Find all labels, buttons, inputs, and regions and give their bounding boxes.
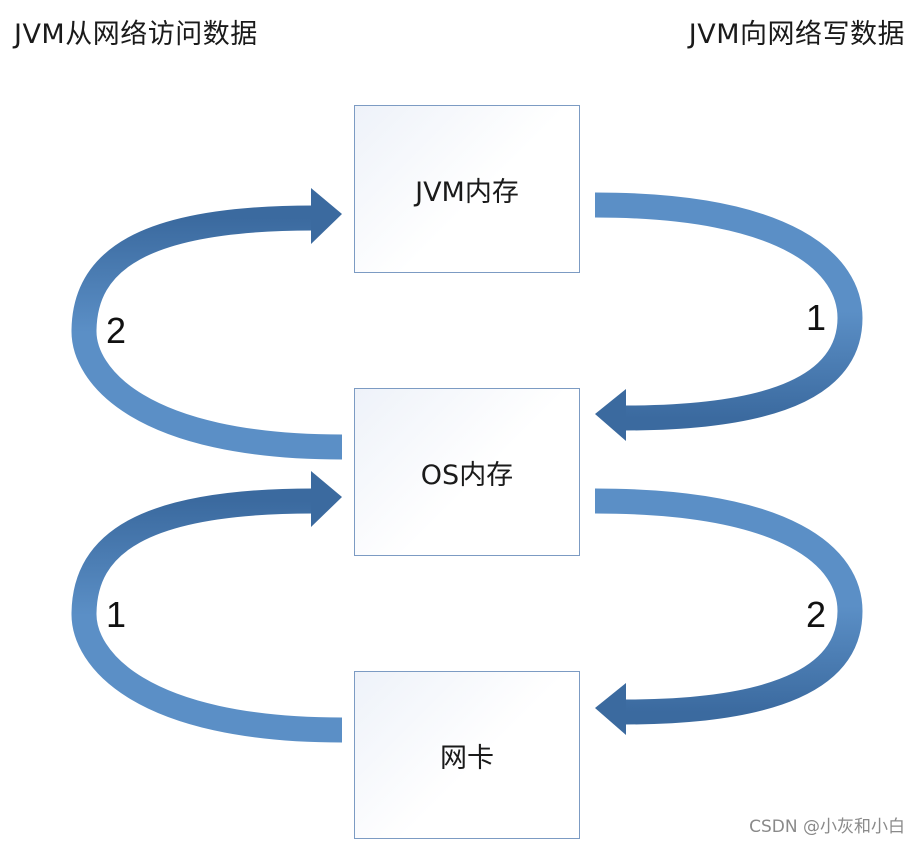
arrow-jvm-to-os [594,192,863,441]
nic-box: 网卡 [354,671,580,839]
step-label-jvm-to-os: 1 [806,297,827,338]
read-from-network-heading: JVM从网络访问数据 [14,19,258,50]
step-label-os-to-nic: 2 [806,594,827,635]
arrow-os-to-jvm [71,188,343,460]
os-memory-box: OS内存 [354,388,580,556]
jvm-memory-label: JVM内存 [415,176,519,208]
step-label-os-to-jvm: 2 [106,310,127,351]
watermark: CSDN @小灰和小白 [749,817,905,837]
arrow-os-to-nic [594,488,863,735]
write-to-network-heading: JVM向网络写数据 [688,19,905,50]
nic-label: 网卡 [440,742,494,774]
jvm-memory-box: JVM内存 [354,105,580,273]
os-memory-label: OS内存 [420,459,514,491]
step-label-nic-to-os: 1 [106,594,127,635]
arrow-nic-to-os [71,471,343,743]
